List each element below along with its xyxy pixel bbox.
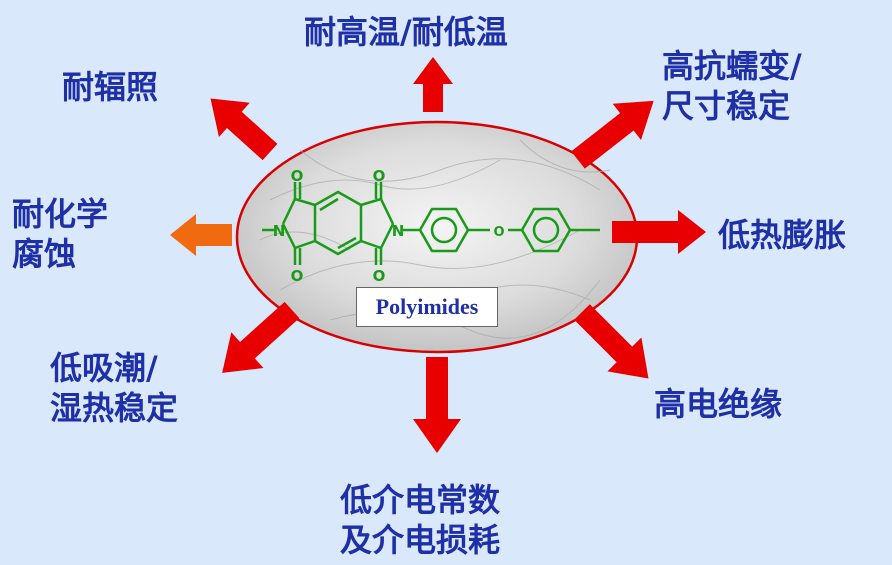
arrow-top	[413, 57, 453, 112]
atom-oxygen-ether: O	[493, 225, 504, 240]
arrow-top-right	[571, 100, 654, 169]
atom-oxygen-top-right: O	[373, 167, 386, 185]
atom-oxygen-bottom-left: O	[291, 267, 304, 285]
atom-nitrogen-left: N	[273, 222, 286, 240]
arrow-bottom	[413, 357, 461, 453]
structure-atoms: O O O O N N O	[273, 167, 505, 285]
arrow-left	[170, 214, 232, 256]
label-bottom-right: 高电绝缘	[654, 385, 783, 423]
label-bottom-left: 低吸潮/ 湿热稳定	[50, 349, 179, 427]
atom-oxygen-top-left: O	[291, 167, 304, 185]
label-top: 耐高温/耐低温	[304, 13, 508, 51]
arrow-top-left	[210, 98, 278, 161]
polyimides-label: Polyimides	[356, 287, 498, 327]
polyimide-structure	[262, 182, 600, 265]
atom-oxygen-bottom-right: O	[373, 267, 386, 285]
arrow-bottom-right	[574, 304, 649, 379]
label-top-right: 高抗蠕变/ 尺寸稳定	[662, 47, 802, 125]
label-top-left: 耐辐照	[62, 68, 159, 106]
arrow-bottom-left	[222, 301, 300, 373]
atom-nitrogen-right: N	[392, 222, 405, 240]
label-left: 耐化学 腐蚀	[12, 195, 109, 273]
label-right: 低热膨胀	[718, 216, 847, 254]
arrow-right	[612, 210, 706, 254]
label-bottom: 低介电常数 及介电损耗	[340, 481, 501, 559]
